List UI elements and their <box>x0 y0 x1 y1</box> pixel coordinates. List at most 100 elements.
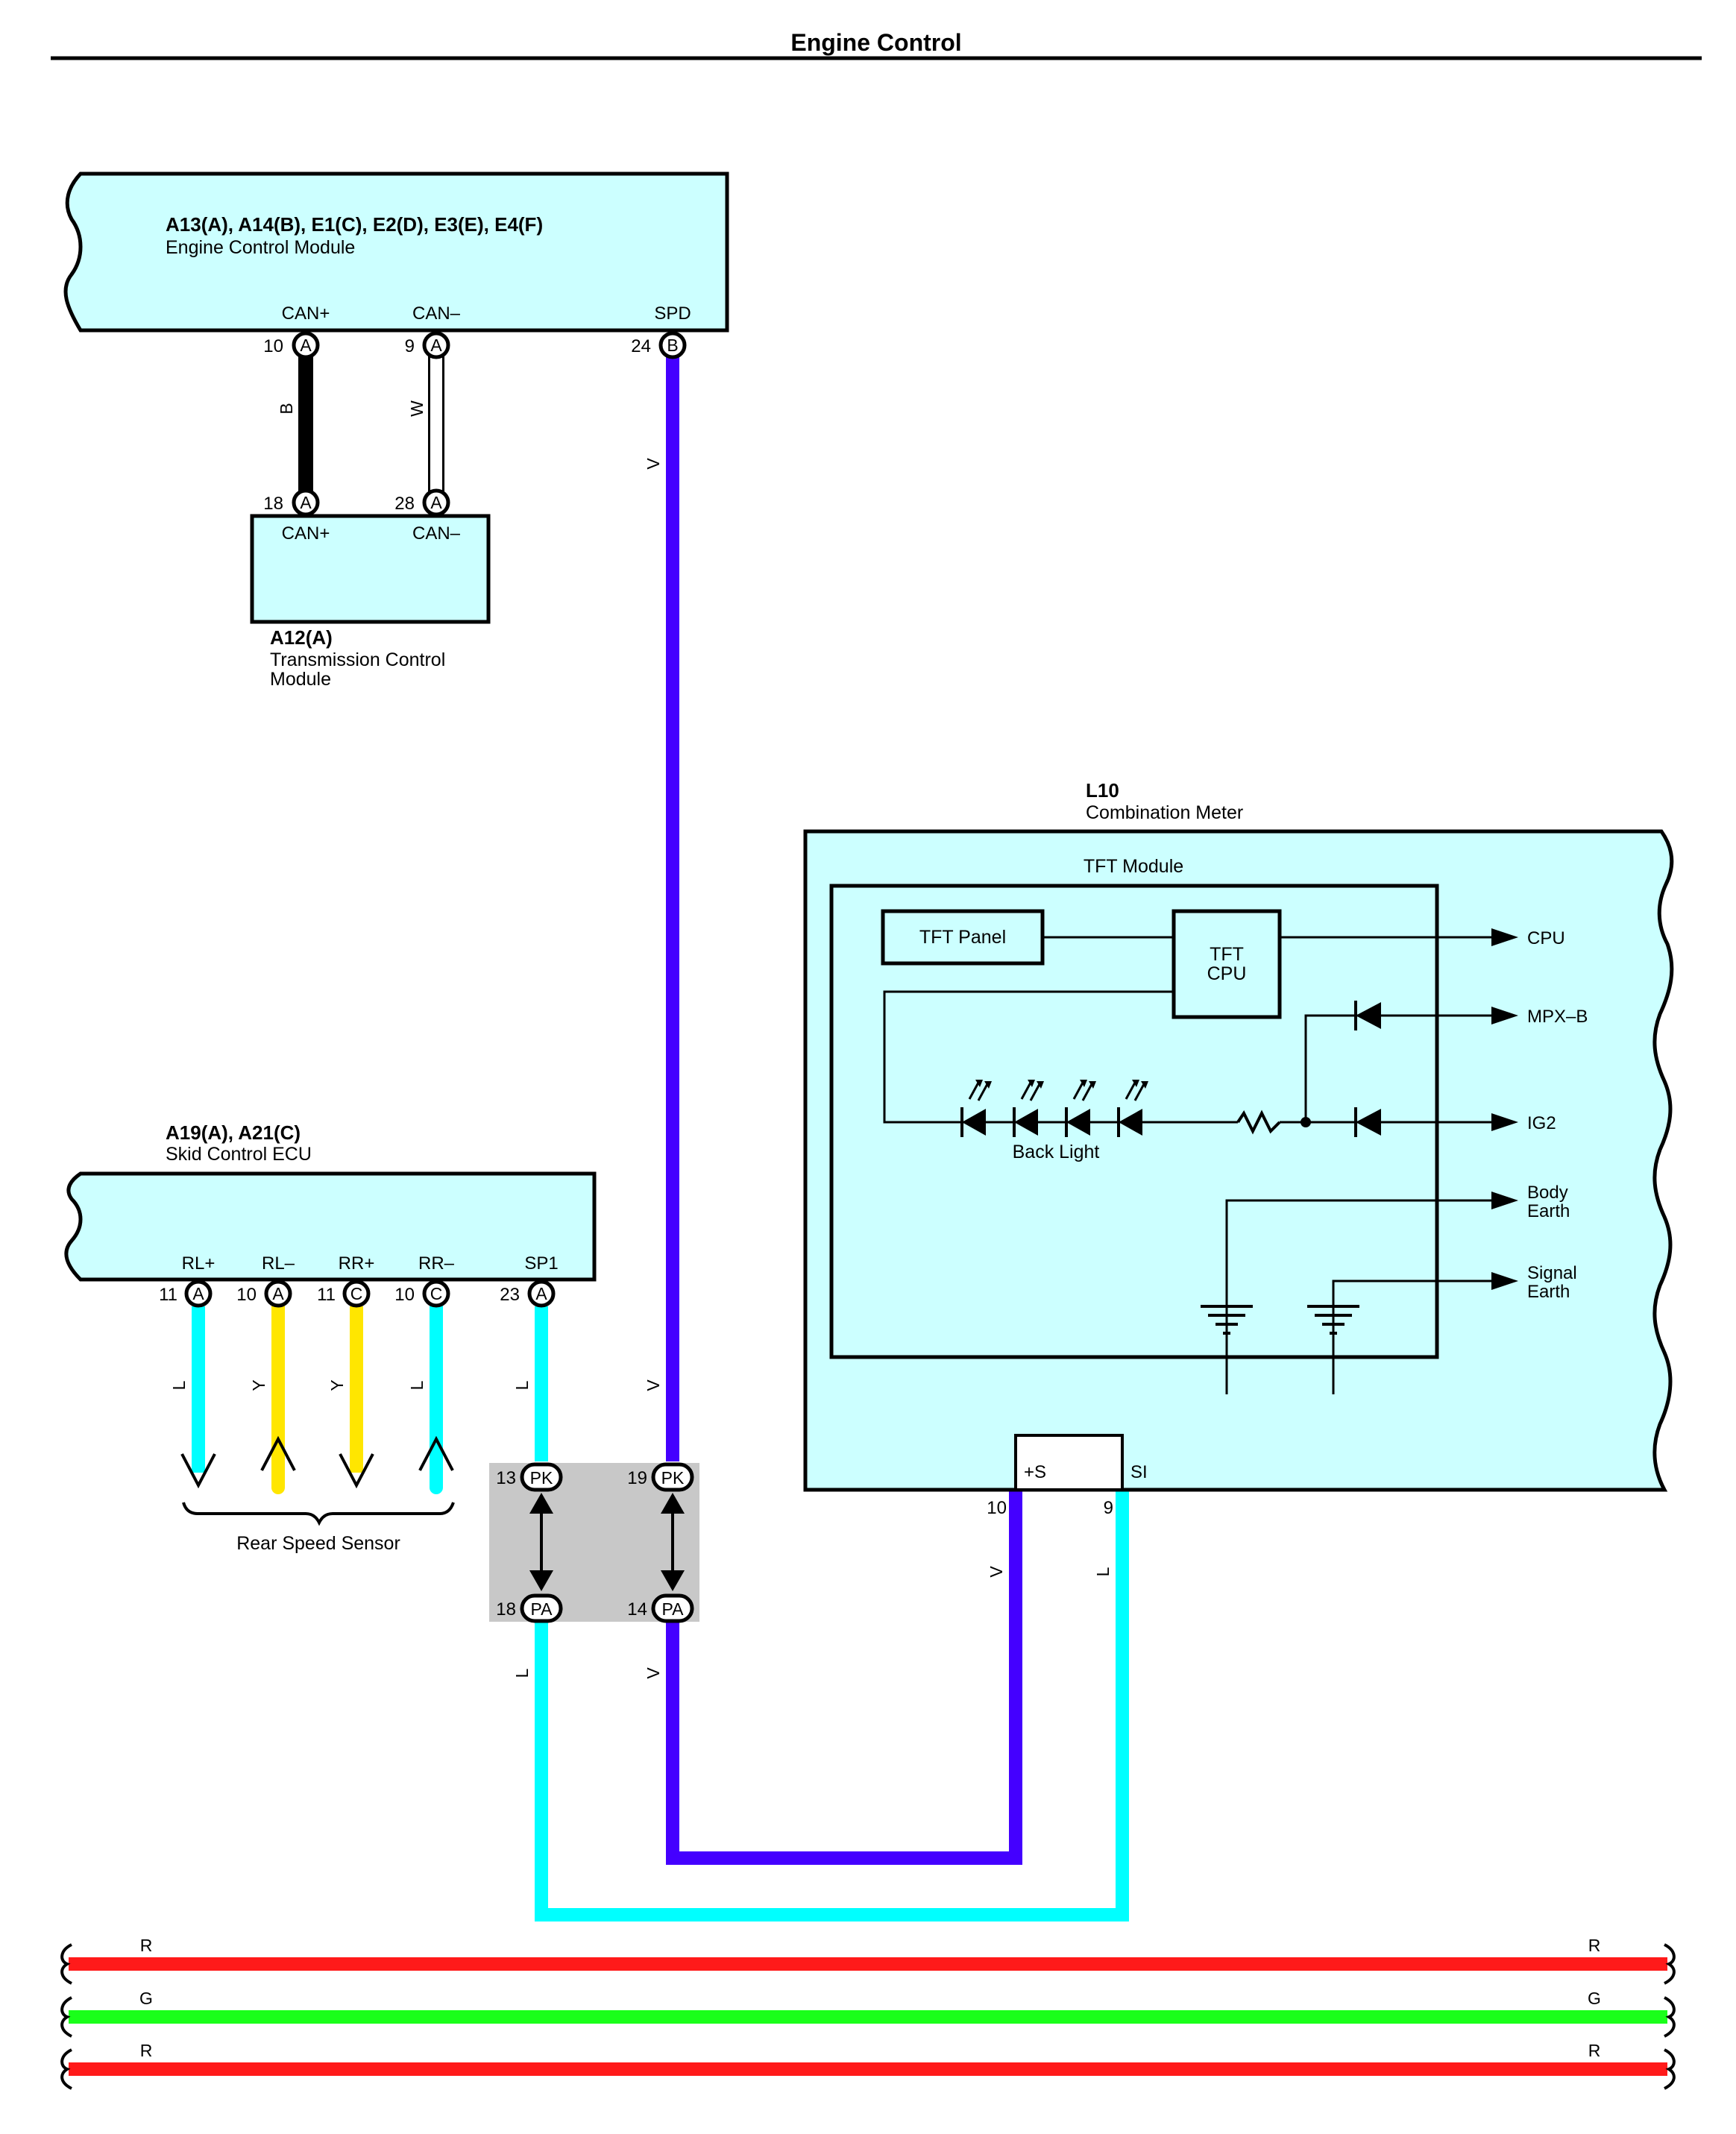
wire-label-rl-plus: L <box>169 1380 189 1390</box>
pin-circle <box>342 1280 371 1308</box>
arrow-down-rl-plus <box>180 1453 216 1489</box>
bus-lines <box>60 1943 1676 2090</box>
bus-label-right-1: R <box>1588 1936 1601 1955</box>
arrow-down-rr-plus <box>339 1453 374 1489</box>
junction-dot <box>1301 1117 1311 1127</box>
pin-circle <box>422 331 450 359</box>
pin-conn: A <box>272 1284 284 1303</box>
pin-num: 10 <box>394 1285 415 1305</box>
conn-pa-label: PA <box>662 1599 685 1619</box>
out-cpu: CPU <box>1527 928 1565 948</box>
tcm-pin-can-minus: A 28 <box>394 488 450 517</box>
meter-connector <box>1014 1434 1124 1491</box>
wire-label-meter-plus-s: V <box>987 1566 1006 1578</box>
pin-circle <box>292 488 320 517</box>
out-signal-earth-1: Signal <box>1527 1263 1577 1283</box>
meter-code: L10 <box>1086 779 1119 802</box>
resistor-icon <box>1236 1110 1281 1135</box>
tft-module-label: TFT Module <box>1084 856 1183 877</box>
wire-label-junction-l-out: L <box>512 1668 532 1678</box>
out-body-earth-1: Body <box>1527 1183 1568 1203</box>
wire-label-rr-minus: L <box>407 1380 427 1390</box>
wire-label-sp1: L <box>512 1380 532 1390</box>
wire-label-rr-plus: Y <box>327 1379 347 1391</box>
pin-conn: C <box>350 1284 363 1303</box>
ecm-pin-can-minus: A 9 <box>405 331 450 359</box>
ground-icon-body <box>1201 1305 1253 1335</box>
pin-conn: A <box>300 493 312 512</box>
pin-num: 10 <box>236 1285 257 1305</box>
led-icon <box>1065 1080 1096 1137</box>
pin-circle <box>422 488 450 517</box>
arrow-up-rl-minus <box>260 1435 296 1471</box>
skid-name: Skid Control ECU <box>166 1144 312 1165</box>
pin-circle <box>527 1280 556 1308</box>
rear-speed-sensor-label: Rear Speed Sensor <box>236 1533 400 1554</box>
tcm-pin-can-plus: A 18 <box>263 488 320 517</box>
junction-2-arrow-down <box>661 1570 685 1591</box>
pin-num: 18 <box>263 494 283 514</box>
pin-conn: A <box>535 1284 547 1303</box>
skid-pin-rr-plus: C 11 <box>317 1280 371 1308</box>
wire-label-can-minus: W <box>407 400 427 417</box>
bus-label-right-3: R <box>1588 2041 1601 2060</box>
junction-1: PK 13 PA 18 <box>496 1462 563 1623</box>
skid-pin-name-rl-minus: RL– <box>262 1253 295 1274</box>
junction-1-arrow-up <box>529 1493 553 1514</box>
pin-num: 11 <box>317 1285 336 1305</box>
junction-2-arrow-up <box>661 1493 685 1514</box>
meter-pin-num-si: 9 <box>1104 1498 1113 1518</box>
pin-circle <box>184 1280 213 1308</box>
out-signal-earth-2: Earth <box>1527 1282 1570 1302</box>
tcm-name-line2: Module <box>270 669 331 690</box>
tcm-pin-name-can-minus: CAN– <box>412 523 461 544</box>
diode-mpx-b-icon <box>1354 1001 1381 1030</box>
ecm-pin-name-can-minus: CAN– <box>412 303 461 324</box>
sensor-arrows <box>180 1435 455 1526</box>
pin-conn: A <box>430 336 442 355</box>
wire-label-spd: V <box>644 458 663 470</box>
conn-pk <box>520 1462 563 1492</box>
ecm-name: Engine Control Module <box>166 237 355 258</box>
wire-label-junction-v-out: V <box>644 1667 663 1679</box>
junction-2: PK 19 PA 14 <box>627 1462 694 1623</box>
conn-pk-label: PK <box>661 1468 685 1488</box>
sensor-brace <box>182 1502 455 1526</box>
pin-conn: B <box>667 336 678 355</box>
skid-pin-name-rr-plus: RR+ <box>339 1253 375 1274</box>
conn-pa-num: 14 <box>627 1599 647 1620</box>
pin-circle <box>658 331 687 359</box>
tcm-pin-name-can-plus: CAN+ <box>282 523 330 544</box>
skid-pin-name-rl-plus: RL+ <box>182 1253 216 1274</box>
meter-pin-name-si: SI <box>1130 1462 1148 1482</box>
tft-internal-wiring <box>883 936 1491 1394</box>
tft-cpu-label-line2: CPU <box>1207 963 1247 984</box>
wire-junction-v-out <box>666 1491 1022 1865</box>
wire-label-spd-lower: V <box>644 1379 663 1391</box>
pin-num: 11 <box>159 1285 177 1305</box>
meter-name: Combination Meter <box>1086 802 1243 823</box>
pin-num: 24 <box>631 336 651 356</box>
skid-pin-rl-plus: A 11 <box>159 1280 213 1308</box>
led-icon <box>1117 1080 1148 1137</box>
tft-panel-label: TFT Panel <box>919 927 1006 948</box>
pin-num: 10 <box>263 336 283 356</box>
wire-label-rl-minus: Y <box>249 1379 268 1391</box>
bus-label-left-3: R <box>140 2041 153 2060</box>
wire-label-can-plus: B <box>277 403 296 414</box>
ecm-pin-spd: B 24 <box>631 331 687 359</box>
pin-circle <box>422 1280 450 1308</box>
bus-label-left-2: G <box>139 1989 153 2008</box>
junction-1-arrow-down <box>529 1570 553 1591</box>
conn-pa-label: PA <box>531 1599 553 1619</box>
skid-box <box>64 1171 597 1282</box>
tft-cpu-label-line1: TFT <box>1210 944 1244 965</box>
wire-junction-l-out <box>535 1491 1129 1921</box>
conn-pk <box>651 1462 694 1492</box>
pin-conn: C <box>430 1284 443 1303</box>
skid-pin-sp1: A 23 <box>500 1280 556 1308</box>
led-icon <box>960 1080 992 1137</box>
wires <box>192 356 1129 1921</box>
bus-label-left-1: R <box>140 1936 153 1955</box>
